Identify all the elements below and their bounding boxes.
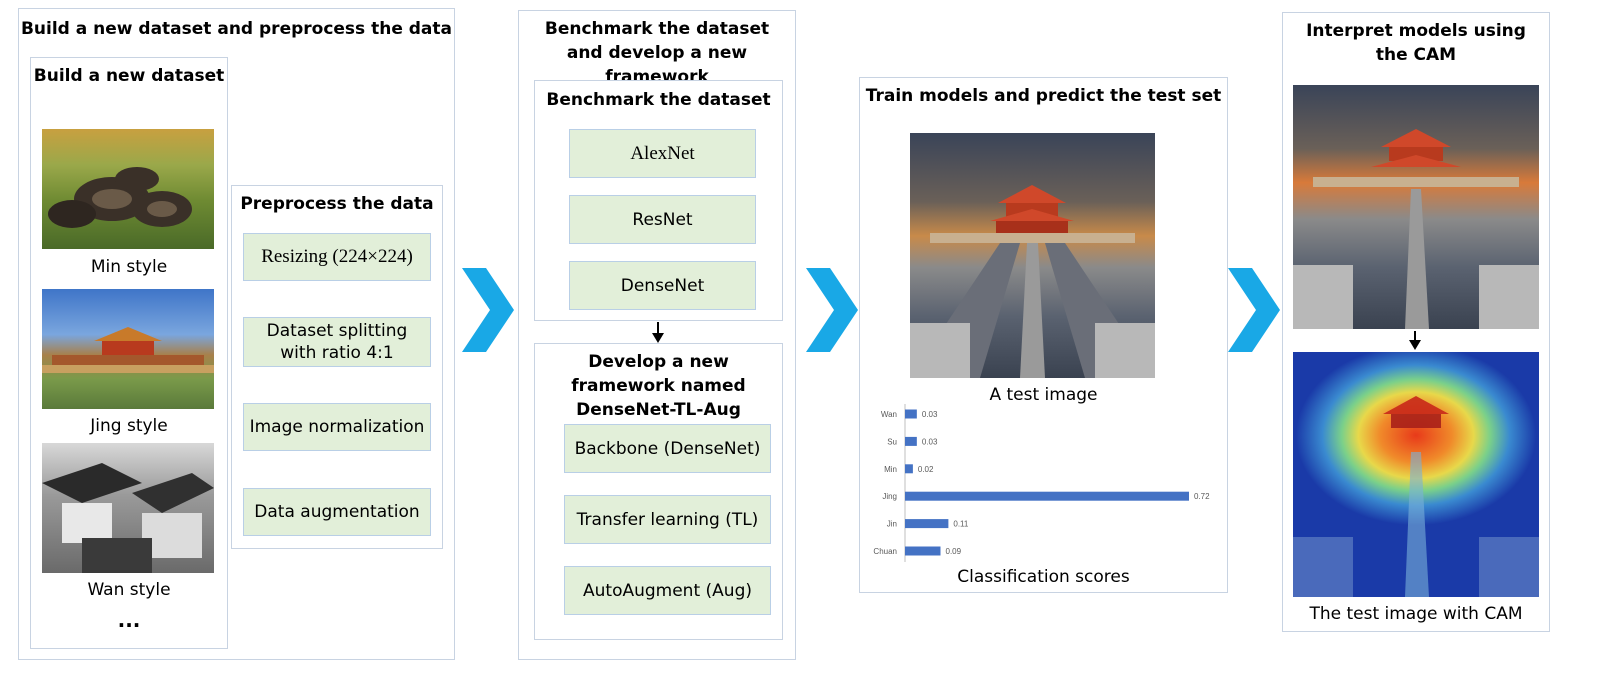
category-label: Min [884,465,897,474]
category-label: Jing [882,492,897,501]
model-alexnet: AlexNet [569,129,756,178]
cam-source-image [1293,85,1539,329]
model-densenet: DenseNet [569,261,756,310]
cam-heatmap-image [1293,352,1539,597]
benchmark-title: Benchmark the dataset [546,90,771,110]
tulou-illustration [48,167,192,228]
model-resnet: ResNet [569,195,756,244]
village-illustration [42,463,214,573]
step-splitting: Dataset splitting with ratio 4:1 [243,317,431,367]
category-label: Jin [887,520,897,529]
step-normalization: Image normalization [243,403,431,451]
score-bar [905,519,949,529]
test-image-caption: A test image [989,385,1098,405]
jing-style-caption: Jing style [90,416,168,436]
step-resizing: Resizing (224×224) [243,233,431,281]
value-label: 0.02 [918,465,934,474]
wan-style-caption: Wan style [87,580,171,600]
score-bar [905,491,1189,501]
preprocess-title: Preprocess the data [240,194,434,214]
chevron-right-icon [1228,268,1280,352]
score-bar [905,464,913,474]
down-arrow-icon [652,322,664,343]
score-bar [905,546,941,556]
min-style-caption: Min style [90,257,168,277]
more-ellipsis: ... [117,608,141,632]
chevron-right-icon [462,268,514,352]
category-label: Chuan [873,547,897,556]
category-label: Su [887,437,897,446]
palace-illustration [910,185,1155,378]
score-bar [905,409,917,419]
value-label: 0.03 [922,410,938,419]
score-bar [905,436,917,446]
palace-illustration [1293,396,1539,597]
wan-style-image [42,443,214,573]
panel-title: Train models and predict the test set [865,86,1222,106]
dataset-title: Build a new dataset [33,66,225,86]
part-autoaugment: AutoAugment (Aug) [564,566,771,615]
palace-illustration [42,327,214,373]
panel-title: Benchmark the dataset and develop a new … [544,19,770,87]
part-transfer-learning: Transfer learning (TL) [564,495,771,544]
chart-caption: Classification scores [957,567,1130,587]
framework-title: Develop a new framework named DenseNet-T… [571,352,746,420]
value-label: 0.09 [946,547,962,556]
palace-illustration [1293,129,1539,329]
category-label: Wan [881,410,897,419]
step-augmentation: Data augmentation [243,488,431,536]
value-label: 0.72 [1194,492,1210,501]
chevron-right-icon [806,268,858,352]
down-arrow-icon [1409,331,1421,350]
cam-caption: The test image with CAM [1309,604,1523,624]
test-image [910,133,1155,378]
panel-title: Interpret models using the CAM [1306,21,1526,65]
part-backbone: Backbone (DenseNet) [564,424,771,473]
min-style-image [42,129,214,249]
jing-style-image [42,289,214,409]
panel-title: Build a new dataset and preprocess the d… [20,19,453,39]
value-label: 0.11 [953,520,969,529]
value-label: 0.03 [922,437,938,446]
